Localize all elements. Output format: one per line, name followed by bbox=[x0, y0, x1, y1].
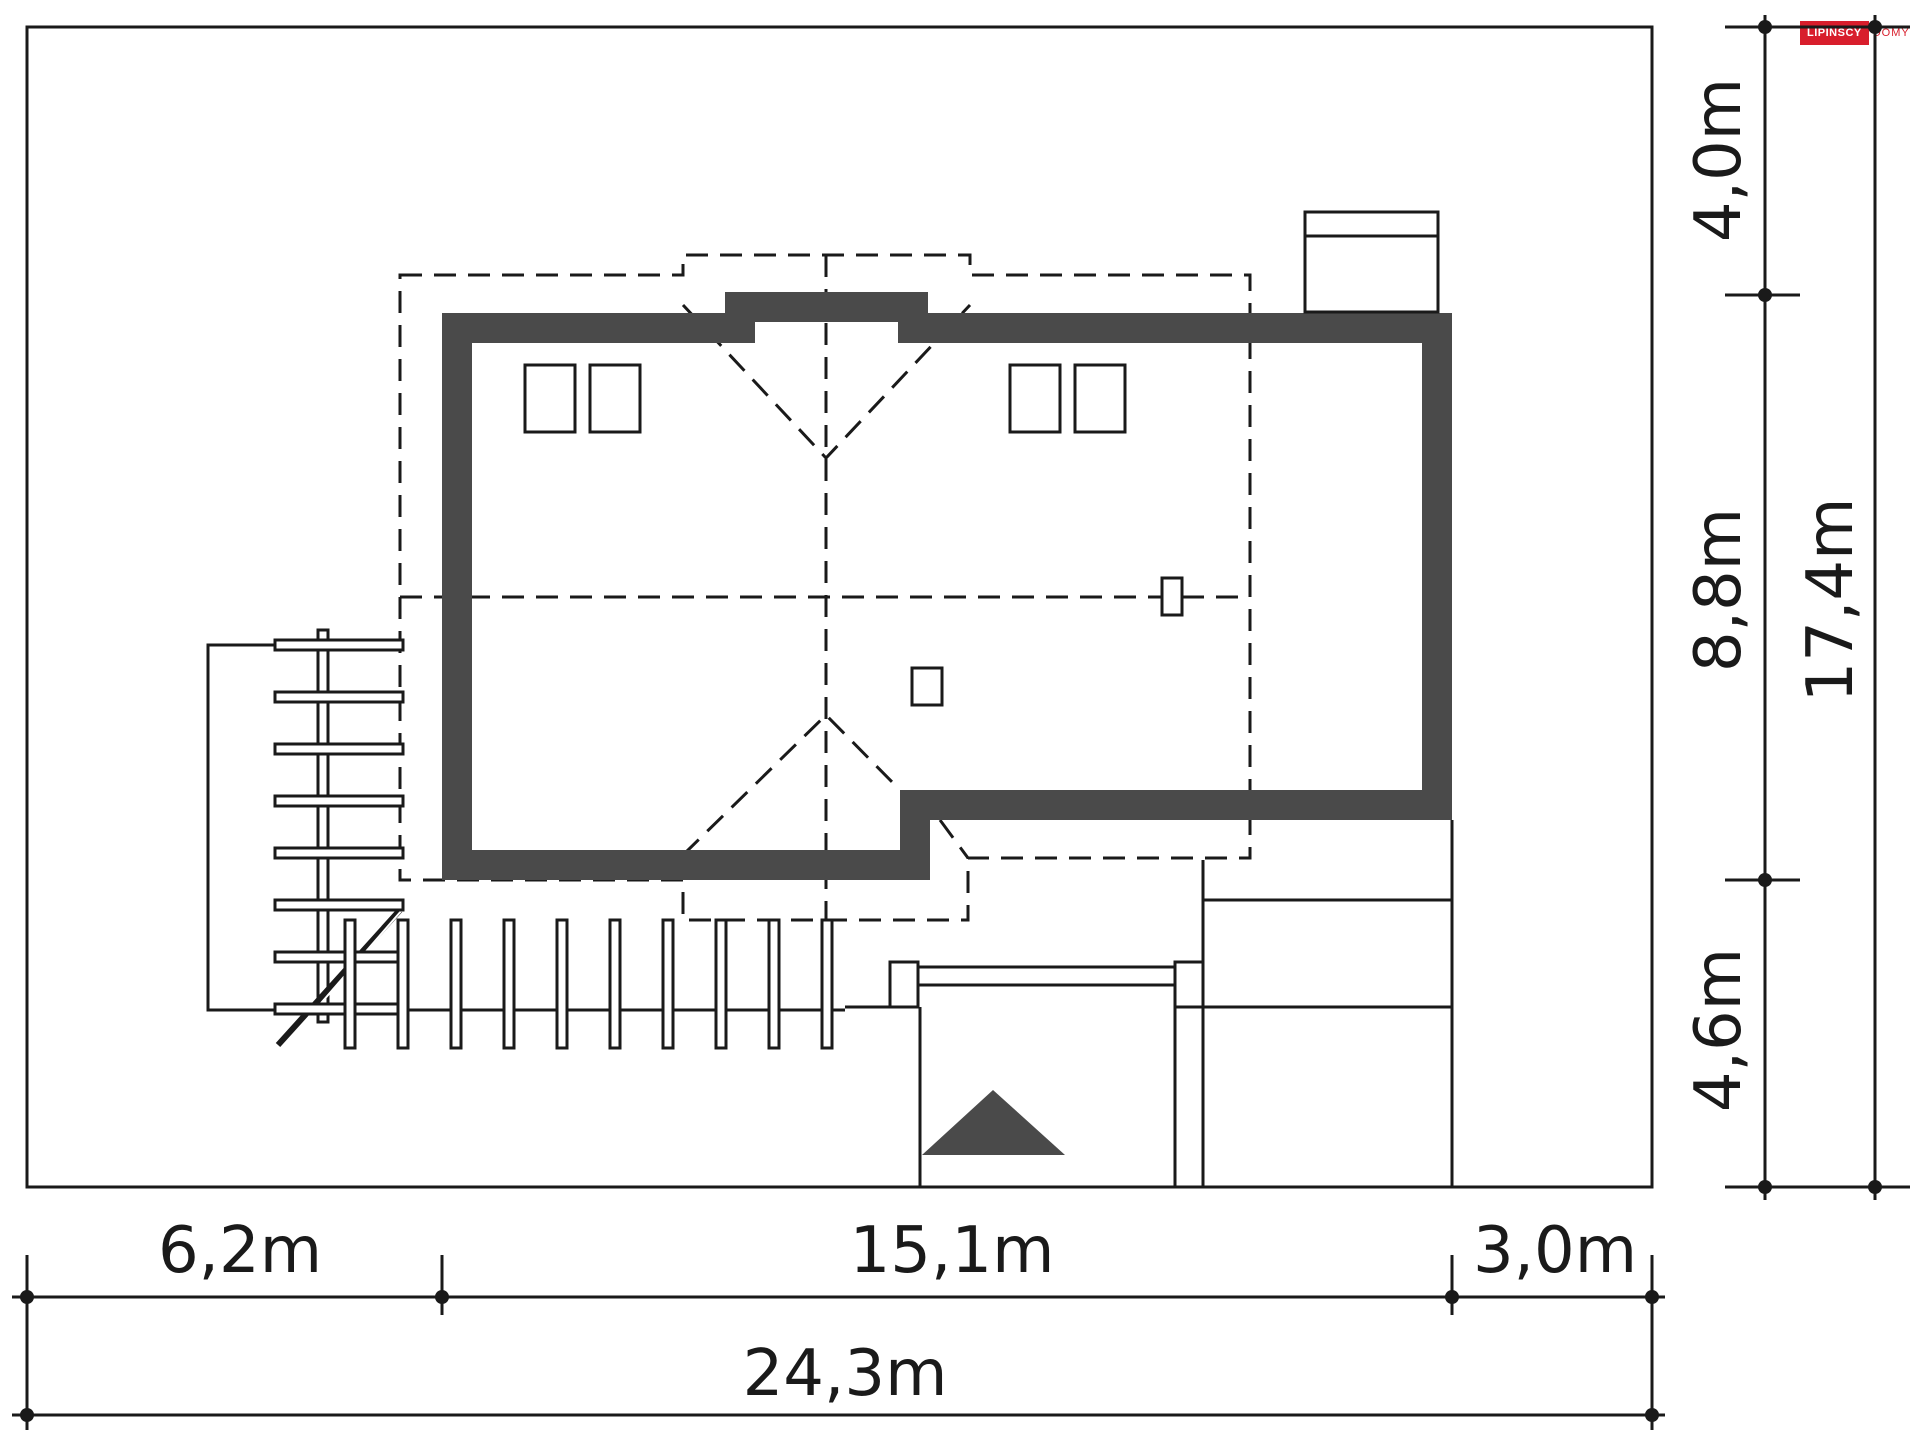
pergola-rails bbox=[273, 638, 834, 1050]
skylights bbox=[523, 363, 1184, 707]
dim-house-depth: 8,8m bbox=[1682, 508, 1756, 672]
pergola-beam bbox=[449, 918, 463, 1050]
pergola-beam bbox=[273, 638, 405, 652]
dim-house-width: 15,1m bbox=[850, 1214, 1055, 1288]
pergola-beam bbox=[273, 950, 405, 964]
pergola-beam bbox=[608, 918, 622, 1050]
dimension-ticks bbox=[20, 20, 1882, 1422]
pergola-beam bbox=[502, 918, 516, 1050]
pergola-beam bbox=[396, 918, 410, 1050]
pergola-beam bbox=[273, 690, 405, 704]
dimension-lines bbox=[12, 15, 1910, 1430]
dim-right-setback: 3,0m bbox=[1473, 1214, 1637, 1288]
logo-part1: LIPIŃSCY bbox=[1800, 21, 1869, 45]
dim-bottom-setback: 4,6m bbox=[1682, 948, 1756, 1112]
pergola-beam bbox=[273, 898, 405, 912]
pergola-beam bbox=[661, 918, 675, 1050]
pergola-beam bbox=[767, 918, 781, 1050]
outbuilding bbox=[1303, 210, 1440, 314]
roof-outline bbox=[398, 253, 1252, 922]
entrance-arrow-icon bbox=[922, 1090, 1065, 1155]
plot-boundary bbox=[25, 25, 1654, 1189]
driveway bbox=[845, 820, 1454, 1187]
pergola-beam bbox=[273, 794, 405, 808]
pergola-beam bbox=[820, 918, 834, 1050]
dim-total-depth: 17,4m bbox=[1794, 498, 1868, 703]
pergola-beam bbox=[714, 918, 728, 1050]
logo-part2: DOMY bbox=[1872, 27, 1910, 39]
pergola-beam bbox=[273, 846, 405, 860]
pergola-beam bbox=[273, 742, 405, 756]
dim-top-setback: 4,0m bbox=[1682, 78, 1756, 242]
brand-logo: LIPIŃSCY DOMY bbox=[1800, 20, 1910, 46]
pergola-beam bbox=[273, 1002, 405, 1016]
pergola-beam bbox=[555, 918, 569, 1050]
dim-total-width: 24,3m bbox=[743, 1337, 948, 1411]
dim-left-setback: 6,2m bbox=[158, 1214, 322, 1288]
pergola-beam bbox=[343, 918, 357, 1050]
